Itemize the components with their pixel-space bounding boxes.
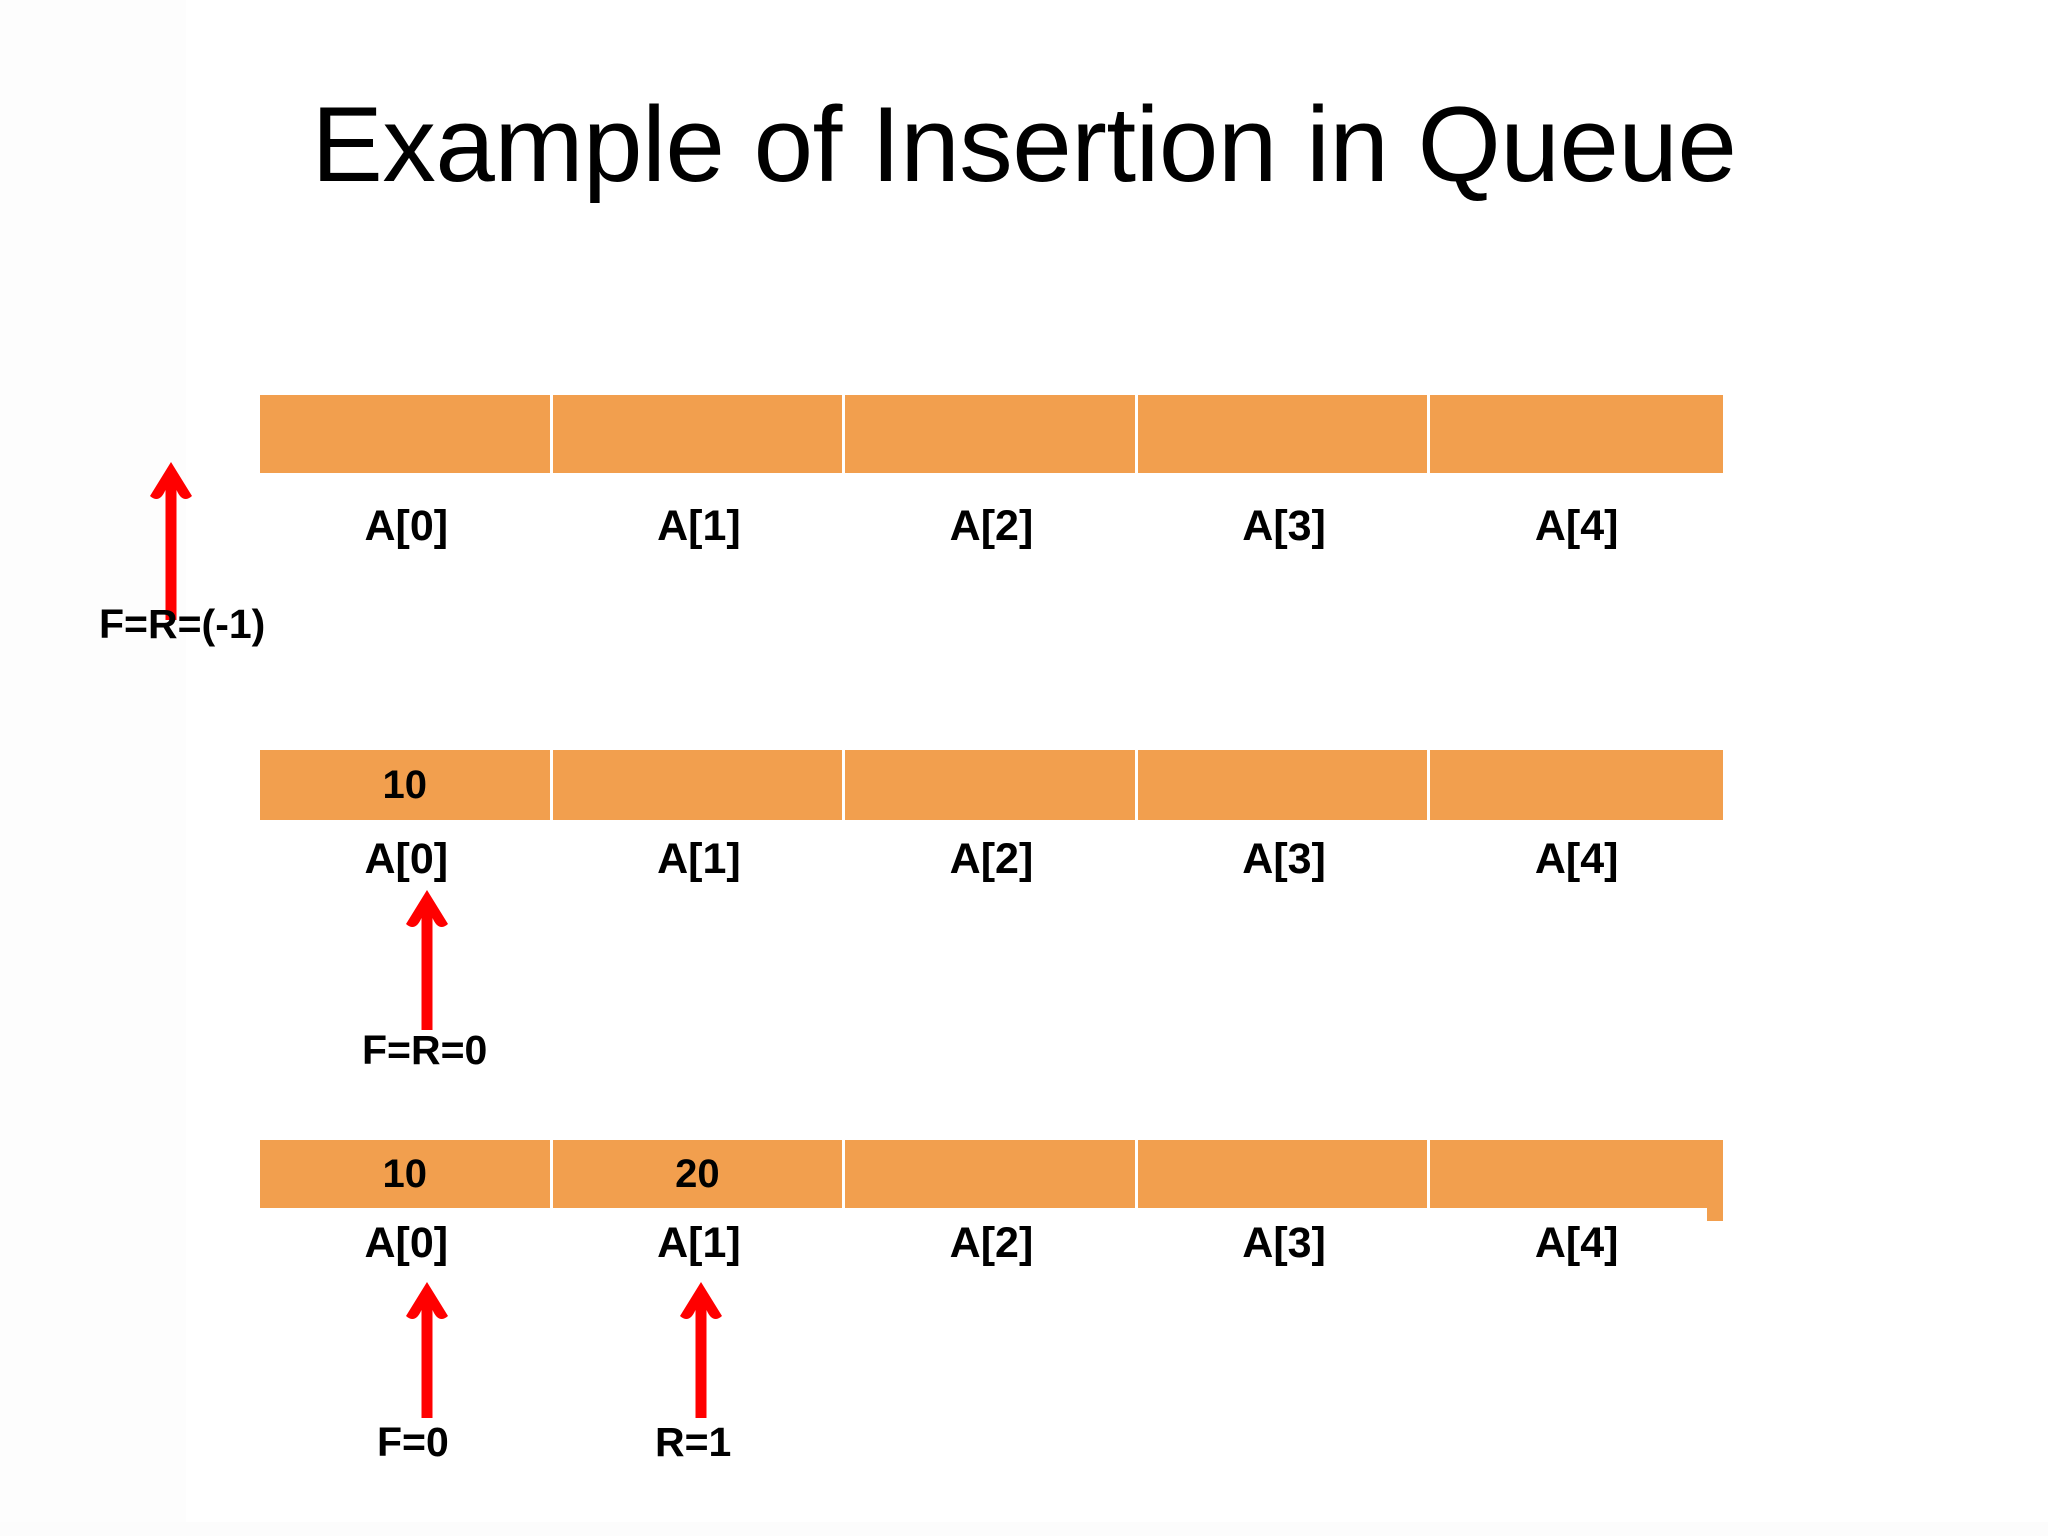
- cell-index-label: A[1]: [657, 502, 741, 550]
- array-row-3-notch: [1707, 1208, 1723, 1221]
- array-cell[interactable]: 10: [260, 750, 553, 820]
- cell-index-label: A[4]: [1534, 502, 1619, 550]
- pointer-arrow-up-icon: [400, 888, 454, 1030]
- cell-index-label: A[2]: [949, 835, 1034, 883]
- cell-index-label: A[1]: [657, 1219, 741, 1267]
- array-cell[interactable]: [845, 1140, 1138, 1208]
- array-row-2-labels: A[0] A[1] A[2] A[3] A[4]: [260, 838, 1723, 881]
- array-cell[interactable]: [1137, 750, 1431, 820]
- pointer-label-front-rear-0: F=R=0: [362, 1027, 488, 1073]
- array-cell[interactable]: [1137, 395, 1431, 473]
- array-cell[interactable]: [1430, 750, 1723, 820]
- cell-index-label: A[2]: [949, 502, 1034, 550]
- page-edge-bottom: [0, 1522, 2048, 1536]
- array-row-2: 10: [260, 750, 1723, 820]
- array-cell[interactable]: [1430, 1140, 1723, 1208]
- pointer-label-rear-1: R=1: [655, 1419, 732, 1465]
- cell-index-label: A[3]: [1242, 835, 1326, 883]
- pointer-label-front-0: F=0: [377, 1419, 449, 1465]
- cell-value: 10: [382, 1152, 428, 1196]
- cell-index-label: A[3]: [1242, 1219, 1326, 1267]
- pointer-label-front-rear-neg1: F=R=(-1): [99, 601, 266, 647]
- cell-index-label: A[0]: [364, 502, 449, 550]
- array-cell[interactable]: 20: [552, 1140, 846, 1208]
- cell-index-label: A[2]: [949, 1219, 1034, 1267]
- cell-value: 10: [382, 763, 428, 807]
- array-row-1-labels: A[0] A[1] A[2] A[3] A[4]: [260, 505, 1723, 548]
- array-row-1: [260, 395, 1723, 473]
- pointer-arrow-up-icon: [144, 460, 198, 620]
- cell-index-label: A[4]: [1534, 835, 1619, 883]
- cell-index-label: A[0]: [364, 835, 449, 883]
- cell-value: 20: [675, 1152, 720, 1196]
- array-row-3: 10 20: [260, 1140, 1723, 1208]
- cell-index-label: A[1]: [657, 835, 741, 883]
- array-cell[interactable]: [1430, 395, 1723, 473]
- page-edge-left: [0, 0, 186, 1536]
- array-cell[interactable]: [1137, 1140, 1431, 1208]
- pointer-arrow-up-icon: [674, 1280, 728, 1418]
- array-cell[interactable]: [845, 750, 1138, 820]
- array-cell[interactable]: [552, 395, 846, 473]
- cell-index-label: A[0]: [364, 1219, 449, 1267]
- cell-index-label: A[3]: [1242, 502, 1326, 550]
- array-cell[interactable]: [845, 395, 1138, 473]
- array-cell[interactable]: [260, 395, 553, 473]
- array-row-3-labels: A[0] A[1] A[2] A[3] A[4]: [260, 1222, 1723, 1265]
- cell-index-label: A[4]: [1534, 1219, 1619, 1267]
- array-cell[interactable]: [552, 750, 846, 820]
- page-title: Example of Insertion in Queue: [311, 84, 1737, 204]
- array-cell[interactable]: 10: [260, 1140, 553, 1208]
- pointer-arrow-up-icon: [400, 1280, 454, 1418]
